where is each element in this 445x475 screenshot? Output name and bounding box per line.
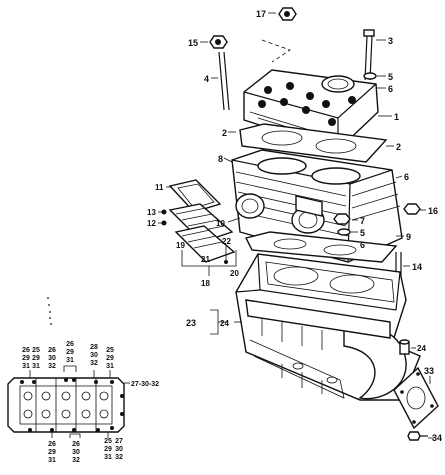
callout-label: 13 [147, 208, 156, 217]
callout-label: 22 [222, 237, 231, 246]
callout-label: 10 [216, 219, 225, 228]
callout-label: 14 [412, 262, 422, 272]
bushing-part [399, 339, 410, 355]
assembly-line [261, 39, 291, 63]
screw-part [224, 260, 228, 264]
screw-part [161, 209, 167, 215]
callout-label: 9 [406, 232, 411, 242]
callout-label: 5 [360, 228, 365, 238]
nut-part [333, 213, 351, 225]
cap-nut-part [278, 7, 297, 21]
callout-label: 34 [432, 433, 442, 443]
callout-label: 5 [388, 72, 393, 82]
callout-label: 11 [155, 183, 164, 192]
side-cover-part [393, 366, 439, 430]
callout-label: 1 [394, 112, 399, 122]
callout-label: 17 [256, 9, 266, 19]
callout-label: 6 [404, 172, 409, 182]
nut-part [403, 203, 421, 215]
crankcase-part [235, 253, 421, 401]
bolt-pattern-diagram [7, 365, 130, 438]
stud-part [218, 51, 230, 111]
leader-line [395, 175, 403, 179]
callout-label: 2 [222, 128, 227, 138]
leader-line [227, 217, 241, 223]
reed-block-part [168, 203, 236, 263]
washer-part [363, 72, 377, 80]
callout-label: 15 [188, 38, 198, 48]
callout-label: 3 [388, 36, 393, 46]
callout-label: 4 [204, 74, 209, 84]
callout-label: 21 [201, 255, 210, 264]
head-gasket-part [239, 123, 388, 163]
callout-label: 24 [417, 344, 426, 353]
group-bracket [210, 309, 219, 335]
callout-label: 16 [428, 206, 438, 216]
screw-part [161, 220, 167, 226]
leader-line [223, 157, 233, 163]
callout-label: 24 [220, 319, 229, 328]
callout-label: 8 [218, 154, 223, 164]
callout-label: 18 [201, 279, 210, 288]
dot-trail [47, 297, 52, 325]
callout-label: 12 [147, 219, 156, 228]
bolt-sequence-label: 27-30-32 [131, 381, 159, 388]
nut-part [209, 35, 228, 49]
cover-screw-part [407, 431, 428, 441]
callout-label: 23 [186, 318, 196, 328]
callout-label: 33 [424, 366, 434, 376]
base-gasket-part [244, 231, 398, 263]
reed-cover-part [168, 179, 222, 213]
callout-label: 7 [360, 216, 365, 226]
washer-part [337, 228, 351, 236]
callout-label: 2 [396, 142, 401, 152]
callout-label: 19 [176, 241, 185, 250]
callout-label: 6 [388, 84, 393, 94]
callout-label: 6 [360, 240, 365, 250]
callout-label: 20 [230, 269, 239, 278]
